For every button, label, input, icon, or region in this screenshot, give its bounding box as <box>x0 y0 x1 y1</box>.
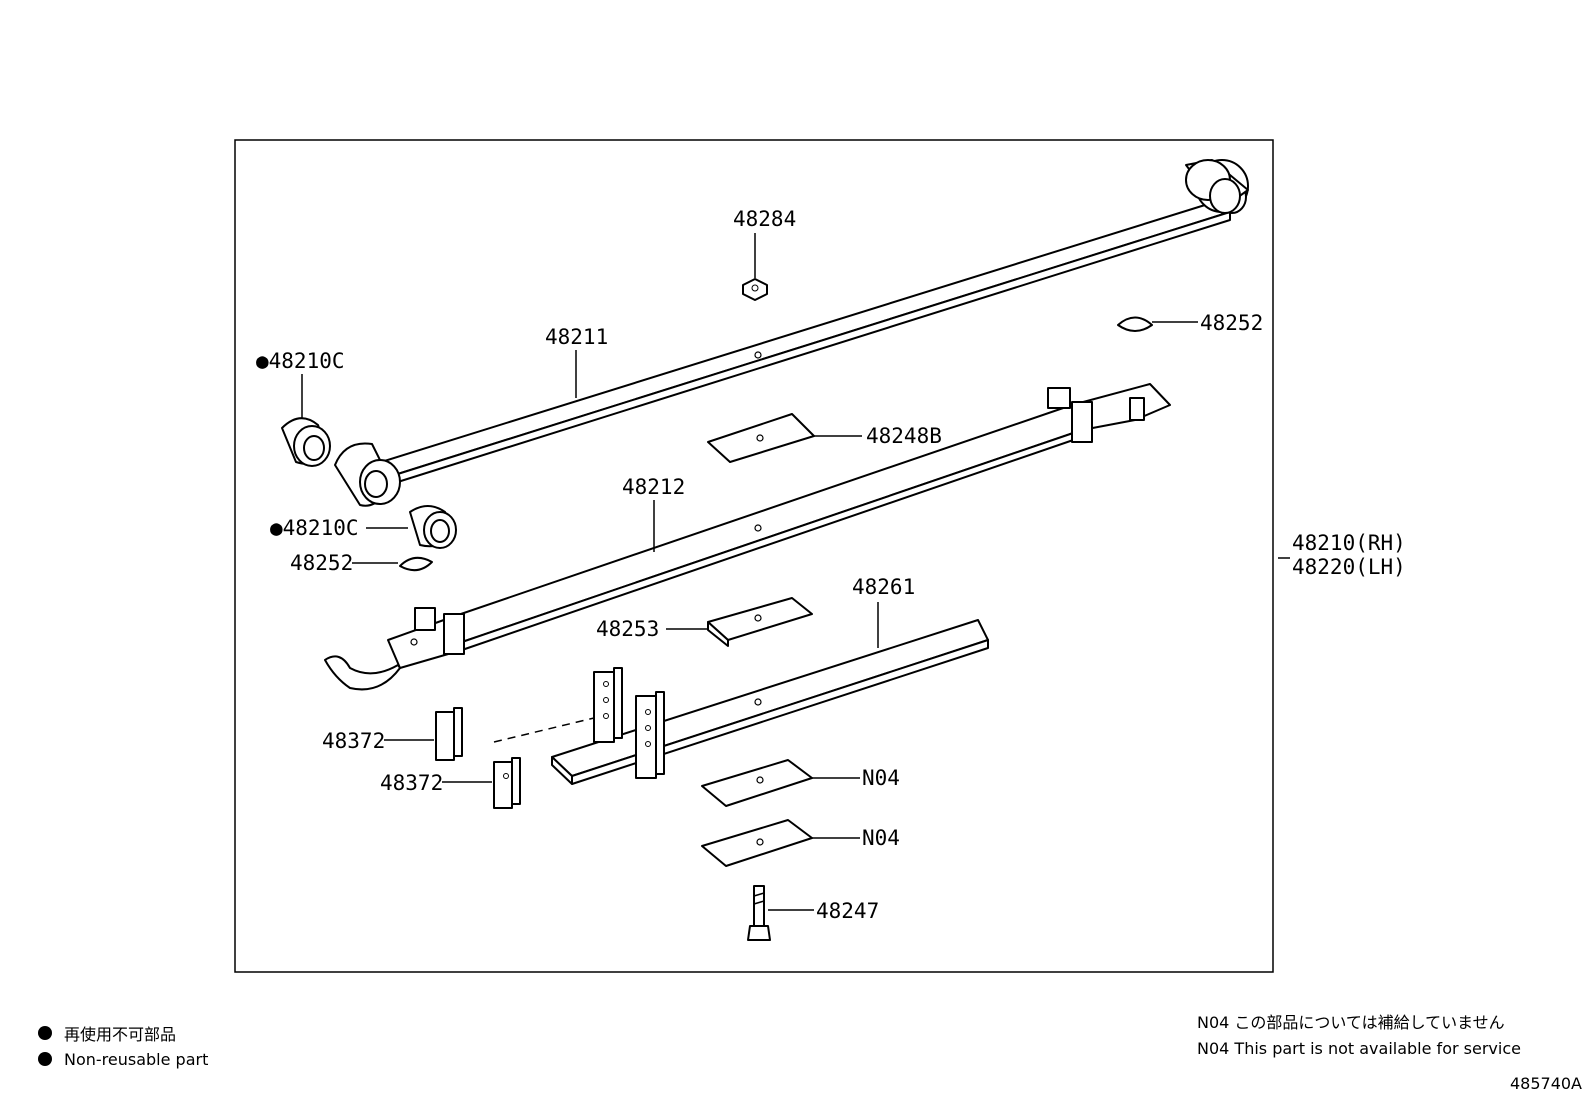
plate-n04-b <box>701 819 860 867</box>
clip-brackets <box>493 667 665 779</box>
label-48261: 48261 <box>852 575 915 599</box>
label-48372-b: 48372 <box>380 771 443 795</box>
bushing-48210c-bottom <box>366 505 457 549</box>
plate-n04-a <box>701 759 860 807</box>
label-48210-rh: 48210(RH) <box>1292 531 1406 555</box>
label-48212: 48212 <box>622 475 685 499</box>
service-note: N04 この部品については補給していません N04 This part is n… <box>1197 1010 1521 1062</box>
clip-48372-a <box>384 707 463 761</box>
plate-48248b <box>707 413 862 463</box>
label-48220-lh: 48220(LH) <box>1292 555 1406 579</box>
label-48248b: 48248B <box>866 424 942 448</box>
note-jp: N04 この部品については補給していません <box>1197 1013 1505 1032</box>
bolt-48247 <box>747 885 814 941</box>
legend-row-jp: 再使用不可部品 <box>38 1020 208 1046</box>
cap-48252-top <box>1117 316 1198 332</box>
label-48252-left: 48252 <box>290 551 353 575</box>
label-48372-a: 48372 <box>322 729 385 753</box>
label-48252-top: 48252 <box>1200 311 1263 335</box>
bushing-48210c-top <box>281 374 331 467</box>
clip-48372-b <box>442 757 521 809</box>
legend-jp-text: 再使用不可部品 <box>64 1025 177 1044</box>
label-n04-a: N04 <box>862 766 900 790</box>
legend-row-en: Non-reusable part <box>38 1046 208 1072</box>
second-leaf-48212 <box>324 383 1171 691</box>
label-48284: 48284 <box>733 207 796 231</box>
label-48211: 48211 <box>545 325 608 349</box>
note-en: N04 This part is not available for servi… <box>1197 1039 1521 1058</box>
clip-48253 <box>666 597 813 647</box>
label-48253: 48253 <box>596 617 659 641</box>
label-n04-b: N04 <box>862 826 900 850</box>
legend-en-text: Non-reusable part <box>64 1049 209 1069</box>
label-48247: 48247 <box>816 899 879 923</box>
nut-48284 <box>742 233 768 301</box>
label-48210c-top: ●48210C <box>256 349 345 373</box>
figure-code: 485740A <box>1509 1074 1582 1093</box>
legend: 再使用不可部品 Non-reusable part <box>38 1020 208 1072</box>
label-48210c-bottom: ●48210C <box>270 516 359 540</box>
main-leaf-48211 <box>334 159 1249 507</box>
bullet-icon <box>38 1052 52 1066</box>
diagram-frame <box>234 139 1274 973</box>
bullet-icon <box>38 1026 52 1040</box>
cap-48252-left <box>352 556 433 572</box>
